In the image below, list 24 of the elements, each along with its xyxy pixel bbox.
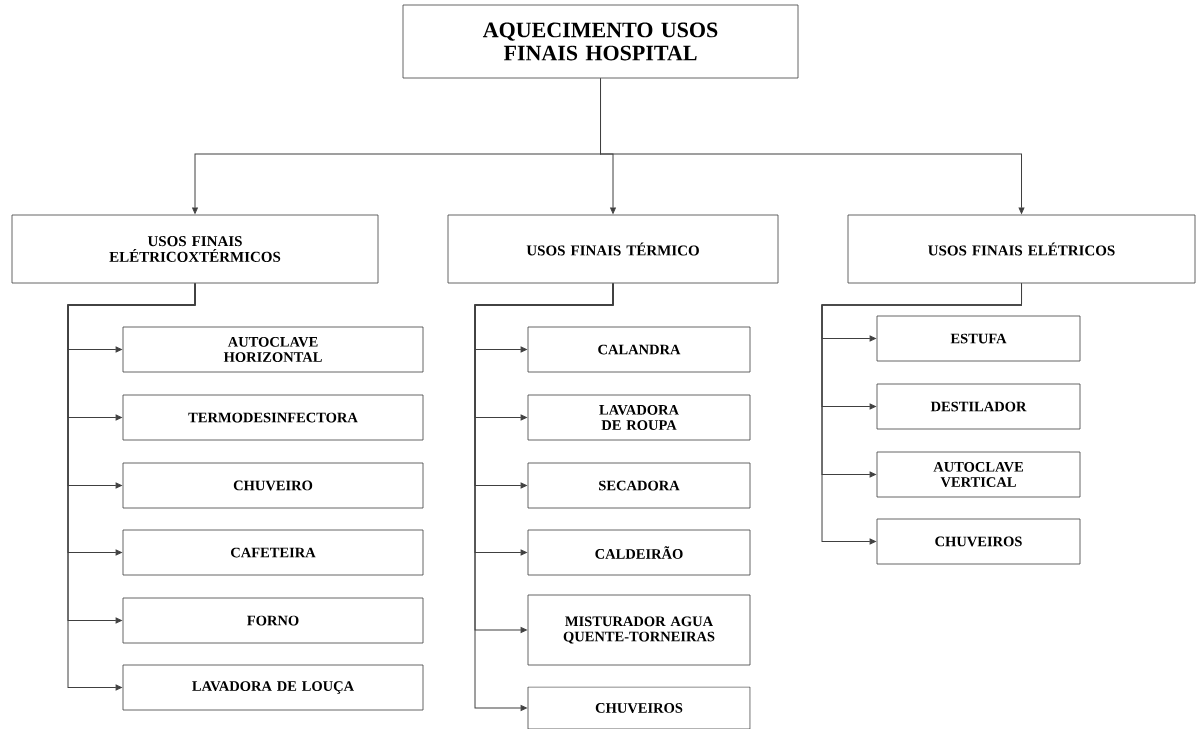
item-box: CALANDRA	[527, 326, 751, 373]
item-box: SECADORA	[527, 462, 751, 509]
item-box: ESTUFA	[876, 315, 1081, 362]
item-box: CALDEIRÃO	[527, 529, 751, 576]
arrow	[67, 282, 196, 691]
item-box: AUTOCLAVE VERTICAL	[876, 451, 1081, 498]
item-box: CHUVEIRO	[122, 462, 424, 509]
category-box: USOS FINAIS TÉRMICO	[447, 214, 779, 284]
item-box: AUTOCLAVE HORIZONTAL	[122, 326, 424, 373]
arrow	[821, 282, 1022, 545]
item-box: CAFETEIRA	[122, 529, 424, 576]
item-box: LAVADORA DE LOUÇA	[122, 664, 424, 711]
title-box: AQUECIMENTO USOS FINAIS HOSPITAL	[402, 4, 799, 79]
item-box: CHUVEIROS	[527, 686, 751, 729]
item-box: CHUVEIROS	[876, 518, 1081, 565]
item-box: MISTURADOR AGUA QUENTE-TORNEIRAS	[527, 594, 751, 666]
item-box: TERMODESINFECTORA	[122, 394, 424, 441]
arrow	[600, 77, 1025, 214]
item-box: DESTILADOR	[876, 383, 1081, 430]
arrow	[474, 282, 614, 711]
category-box: USOS FINAIS ELÉTRICOXTÉRMICOS	[11, 214, 379, 284]
category-box: USOS FINAIS ELÉTRICOS	[847, 214, 1196, 284]
item-box: LAVADORA DE ROUPA	[527, 394, 751, 441]
item-box: FORNO	[122, 597, 424, 644]
